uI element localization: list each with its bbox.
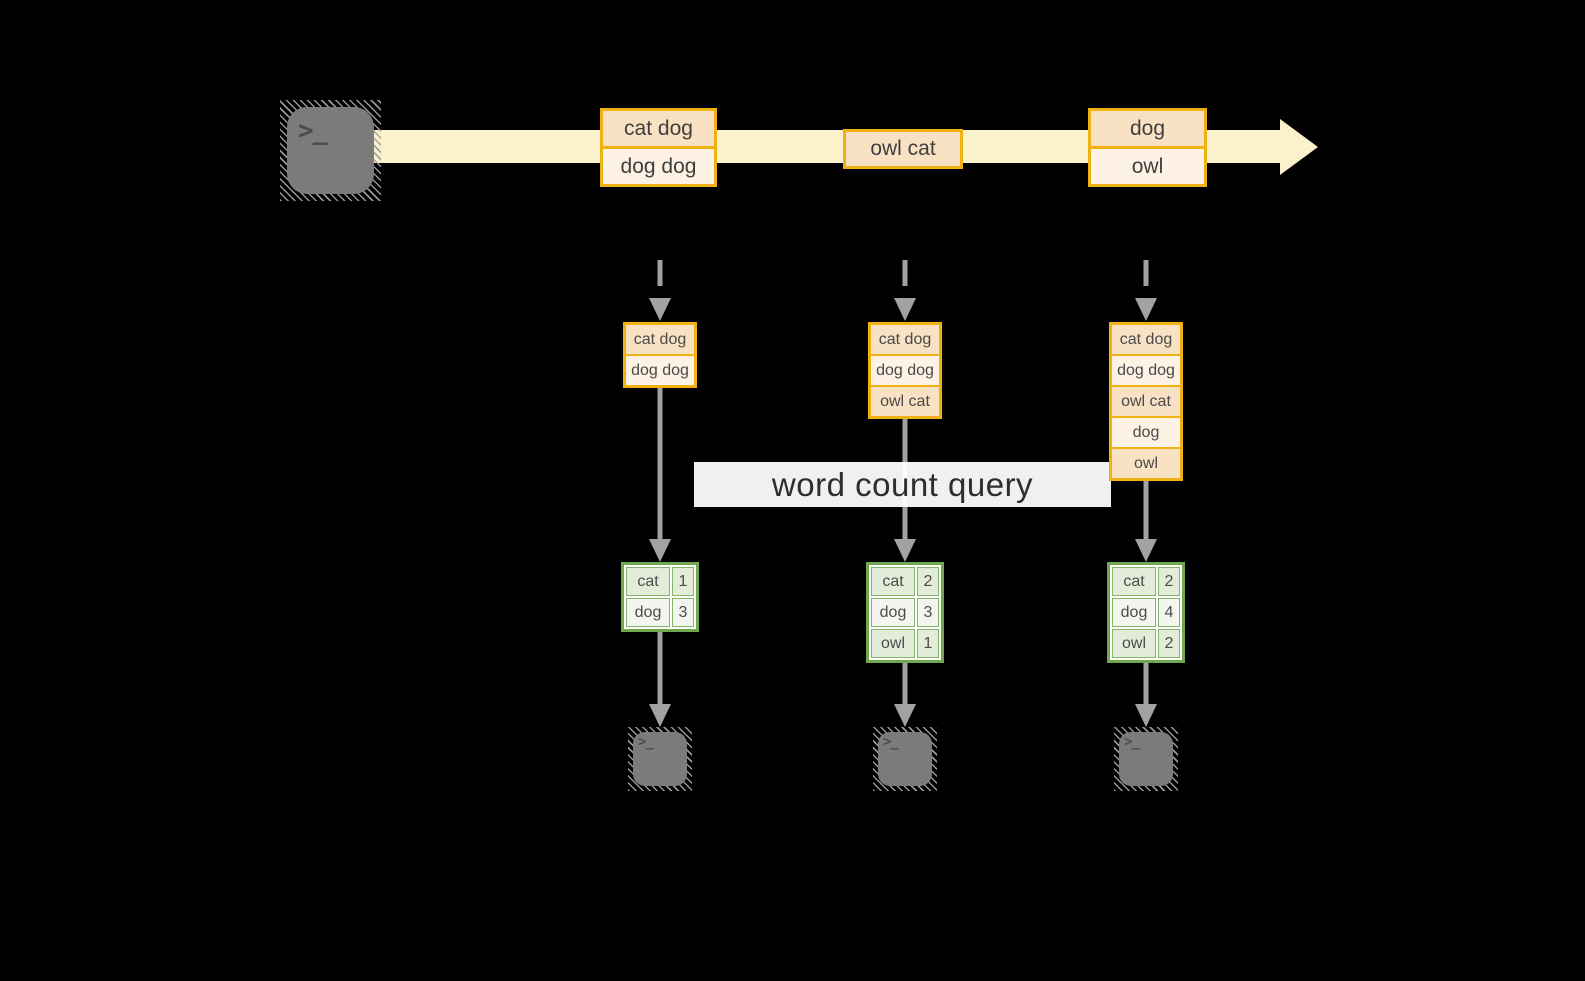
- query-arrow-head-2: [894, 539, 916, 562]
- count-word-cell: owl: [1112, 629, 1156, 658]
- count-value-cell: 2: [1158, 567, 1180, 596]
- stream-event-cell: dog dog: [603, 146, 714, 184]
- count-word-cell: owl: [871, 629, 915, 658]
- buffer-cell: owl: [1112, 447, 1180, 478]
- buffer-cell: dog dog: [626, 354, 694, 385]
- dashed-arrow-line-1: [657, 260, 663, 290]
- count-value-cell: 1: [672, 567, 694, 596]
- terminal-prompt-glyph: >_: [883, 734, 899, 750]
- terminal-sink-icon-1: >_: [628, 727, 692, 791]
- buffer-cell: owl cat: [871, 385, 939, 416]
- query-arrow-head-1: [649, 539, 671, 562]
- count-word-cell: cat: [871, 567, 915, 596]
- buffer-cell: dog dog: [871, 354, 939, 385]
- sink-arrow-head-1: [649, 704, 671, 727]
- buffer-cell: owl cat: [1112, 385, 1180, 416]
- count-table-2: cat 2 dog 3 owl 1: [866, 562, 944, 663]
- query-arrow-line-1: [657, 388, 663, 540]
- stream-event-box-2: owl cat: [843, 129, 963, 169]
- count-word-cell: cat: [1112, 567, 1156, 596]
- buffer-stack-3: cat dog dog dog owl cat dog owl: [1109, 322, 1183, 481]
- query-arrow-line-3: [1143, 481, 1149, 540]
- count-value-cell: 1: [917, 629, 939, 658]
- buffer-cell: dog: [1112, 416, 1180, 447]
- buffer-cell: cat dog: [626, 325, 694, 354]
- count-value-cell: 4: [1158, 598, 1180, 627]
- sink-arrow-line-1: [657, 628, 663, 705]
- sink-arrow-head-2: [894, 704, 916, 727]
- count-word-cell: cat: [626, 567, 670, 596]
- terminal-sink-icon-3: >_: [1114, 727, 1178, 791]
- terminal-sink-body: [1119, 732, 1173, 786]
- buffer-stack-2: cat dog dog dog owl cat: [868, 322, 942, 419]
- dashed-arrow-line-3: [1143, 260, 1149, 290]
- stream-arrow-head: [1280, 119, 1318, 175]
- dashed-arrow-head-1: [649, 298, 671, 321]
- count-table-3: cat 2 dog 4 owl 2: [1107, 562, 1185, 663]
- stream-event-cell: cat dog: [603, 111, 714, 146]
- count-word-cell: dog: [871, 598, 915, 627]
- terminal-prompt-glyph: >_: [638, 734, 654, 750]
- terminal-sink-body: [878, 732, 932, 786]
- terminal-source-body: [287, 107, 374, 194]
- query-banner-label: word count query: [771, 465, 1034, 503]
- terminal-source-icon: >_: [280, 100, 381, 201]
- count-value-cell: 3: [672, 598, 694, 627]
- buffer-cell: cat dog: [871, 325, 939, 354]
- count-word-cell: dog: [626, 598, 670, 627]
- stream-event-cell: dog: [1091, 111, 1204, 146]
- sink-arrow-head-3: [1135, 704, 1157, 727]
- count-value-cell: 2: [917, 567, 939, 596]
- stream-event-cell: owl: [1091, 146, 1204, 184]
- stream-event-box-3: dog owl: [1088, 108, 1207, 187]
- dashed-arrow-line-2: [902, 260, 908, 290]
- count-value-cell: 2: [1158, 629, 1180, 658]
- count-word-cell: dog: [1112, 598, 1156, 627]
- sink-arrow-line-3: [1143, 657, 1149, 705]
- dashed-arrow-head-2: [894, 298, 916, 321]
- count-table-1: cat 1 dog 3: [621, 562, 699, 632]
- buffer-cell: cat dog: [1112, 325, 1180, 354]
- terminal-prompt-glyph: >_: [1124, 734, 1140, 750]
- sink-arrow-line-2: [902, 657, 908, 705]
- count-value-cell: 3: [917, 598, 939, 627]
- query-arrow-head-3: [1135, 539, 1157, 562]
- query-banner: word count query: [694, 462, 1111, 507]
- buffer-cell: dog dog: [1112, 354, 1180, 385]
- terminal-sink-body: [633, 732, 687, 786]
- stream-event-cell: owl cat: [846, 132, 960, 166]
- terminal-sink-icon-2: >_: [873, 727, 937, 791]
- buffer-stack-1: cat dog dog dog: [623, 322, 697, 388]
- terminal-prompt-glyph: >_: [298, 116, 328, 146]
- stream-event-box-1: cat dog dog dog: [600, 108, 717, 187]
- dashed-arrow-head-3: [1135, 298, 1157, 321]
